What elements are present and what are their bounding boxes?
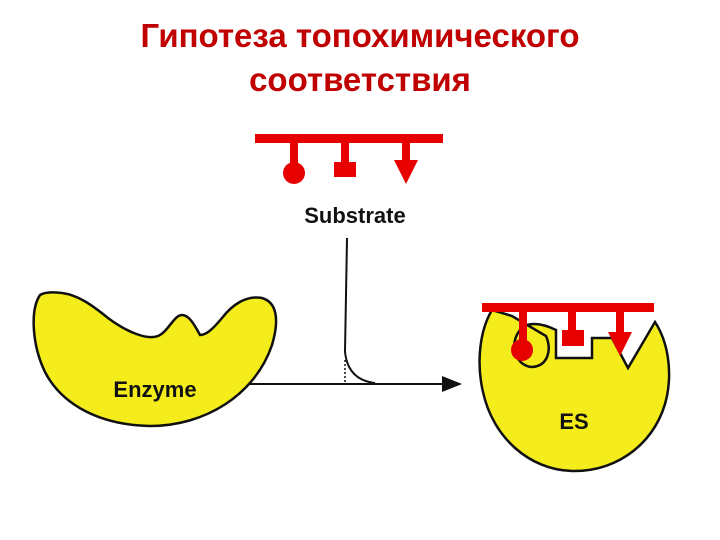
- bound-substrate-triangle-group: [608, 332, 632, 356]
- substrate-molecule: [255, 134, 443, 184]
- bound-substrate: [482, 303, 654, 361]
- substrate-backbone: [255, 134, 443, 143]
- bound-substrate-stem-3: [616, 309, 624, 333]
- enzyme-label: Enzyme: [113, 377, 196, 402]
- slide-title: Гипотеза топохимического соответствия: [0, 14, 720, 102]
- substrate-round-group: [283, 162, 305, 184]
- substrate-triangle-group: [394, 160, 418, 184]
- slide-title-line-2: соответствия: [249, 61, 471, 98]
- bound-substrate-square-group: [562, 330, 584, 346]
- bound-substrate-round-group: [511, 339, 533, 361]
- substrate-label: Substrate: [304, 203, 405, 228]
- enzyme-shape: [32, 291, 278, 428]
- substrate-stem-3: [402, 140, 410, 160]
- bound-substrate-stem-1: [519, 309, 527, 345]
- substrate-stem-2: [341, 140, 349, 164]
- es-complex-label: ES: [559, 409, 588, 434]
- substrate-square-group: [334, 162, 356, 177]
- substrate-path-line: [343, 237, 376, 384]
- bound-substrate-stem-2: [568, 309, 576, 333]
- bound-substrate-backbone: [482, 303, 654, 312]
- substrate-stem-1: [290, 140, 298, 166]
- slide-title-line-1: Гипотеза топохимического: [140, 17, 580, 54]
